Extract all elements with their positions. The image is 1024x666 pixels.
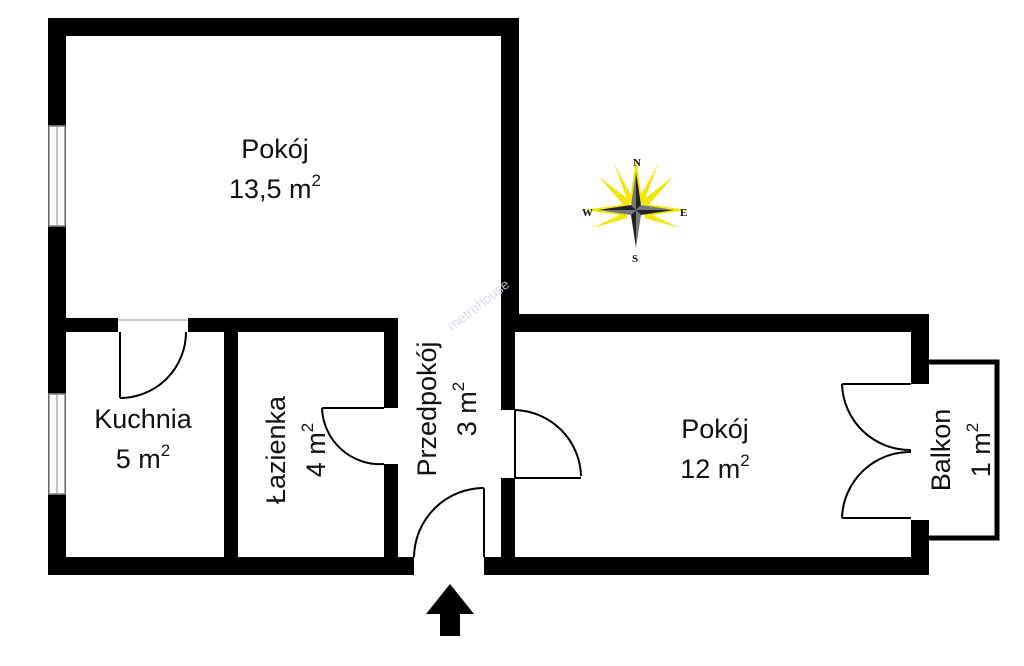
room-pokoj-large: Pokój 13,5 m2 [210, 132, 340, 206]
room-name: Przedpokój [412, 341, 442, 477]
wall-bottom-right [484, 557, 929, 575]
wall-right-wing-top [501, 314, 929, 332]
wall-large-room-right [501, 18, 519, 318]
room-przedpokoj: Przedpokój 3 m2 [410, 334, 484, 484]
wall-interior-horizontal [48, 318, 398, 332]
room-area: 4 m [301, 432, 331, 478]
wall-top [48, 18, 519, 36]
room-name: Pokój [241, 134, 309, 164]
door-small-room [514, 409, 582, 479]
room-area: 3 m [452, 391, 482, 437]
door-bathroom [321, 407, 385, 466]
room-area: 12 m [680, 454, 741, 484]
compass-n: N [633, 157, 641, 169]
compass-icon: N E S W [582, 157, 688, 265]
room-kuchnia: Kuchnia 5 m2 [78, 402, 208, 476]
room-name: Łazienka [261, 395, 291, 505]
room-pokoj-small: Pokój 12 m2 [650, 412, 780, 486]
compass-s: S [632, 253, 638, 265]
entrance-arrow-icon [426, 584, 474, 636]
wall-kitchen-bath [224, 318, 238, 575]
door-kitchen [118, 319, 188, 399]
balcony [929, 359, 1000, 541]
door-entrance [413, 487, 485, 558]
room-lazienka: Łazienka 4 m2 [259, 380, 333, 520]
room-area: 1 m [966, 432, 996, 478]
room-name: Kuchnia [94, 404, 192, 434]
room-area: 5 m [115, 444, 161, 474]
room-balkon: Balkon 1 m2 [924, 385, 998, 515]
compass-w: W [582, 207, 593, 219]
door-balcony [841, 383, 912, 519]
compass-e: E [680, 207, 687, 219]
room-area: 13,5 m [228, 174, 312, 204]
room-name: Balkon [926, 408, 956, 492]
room-name: Pokój [681, 414, 749, 444]
